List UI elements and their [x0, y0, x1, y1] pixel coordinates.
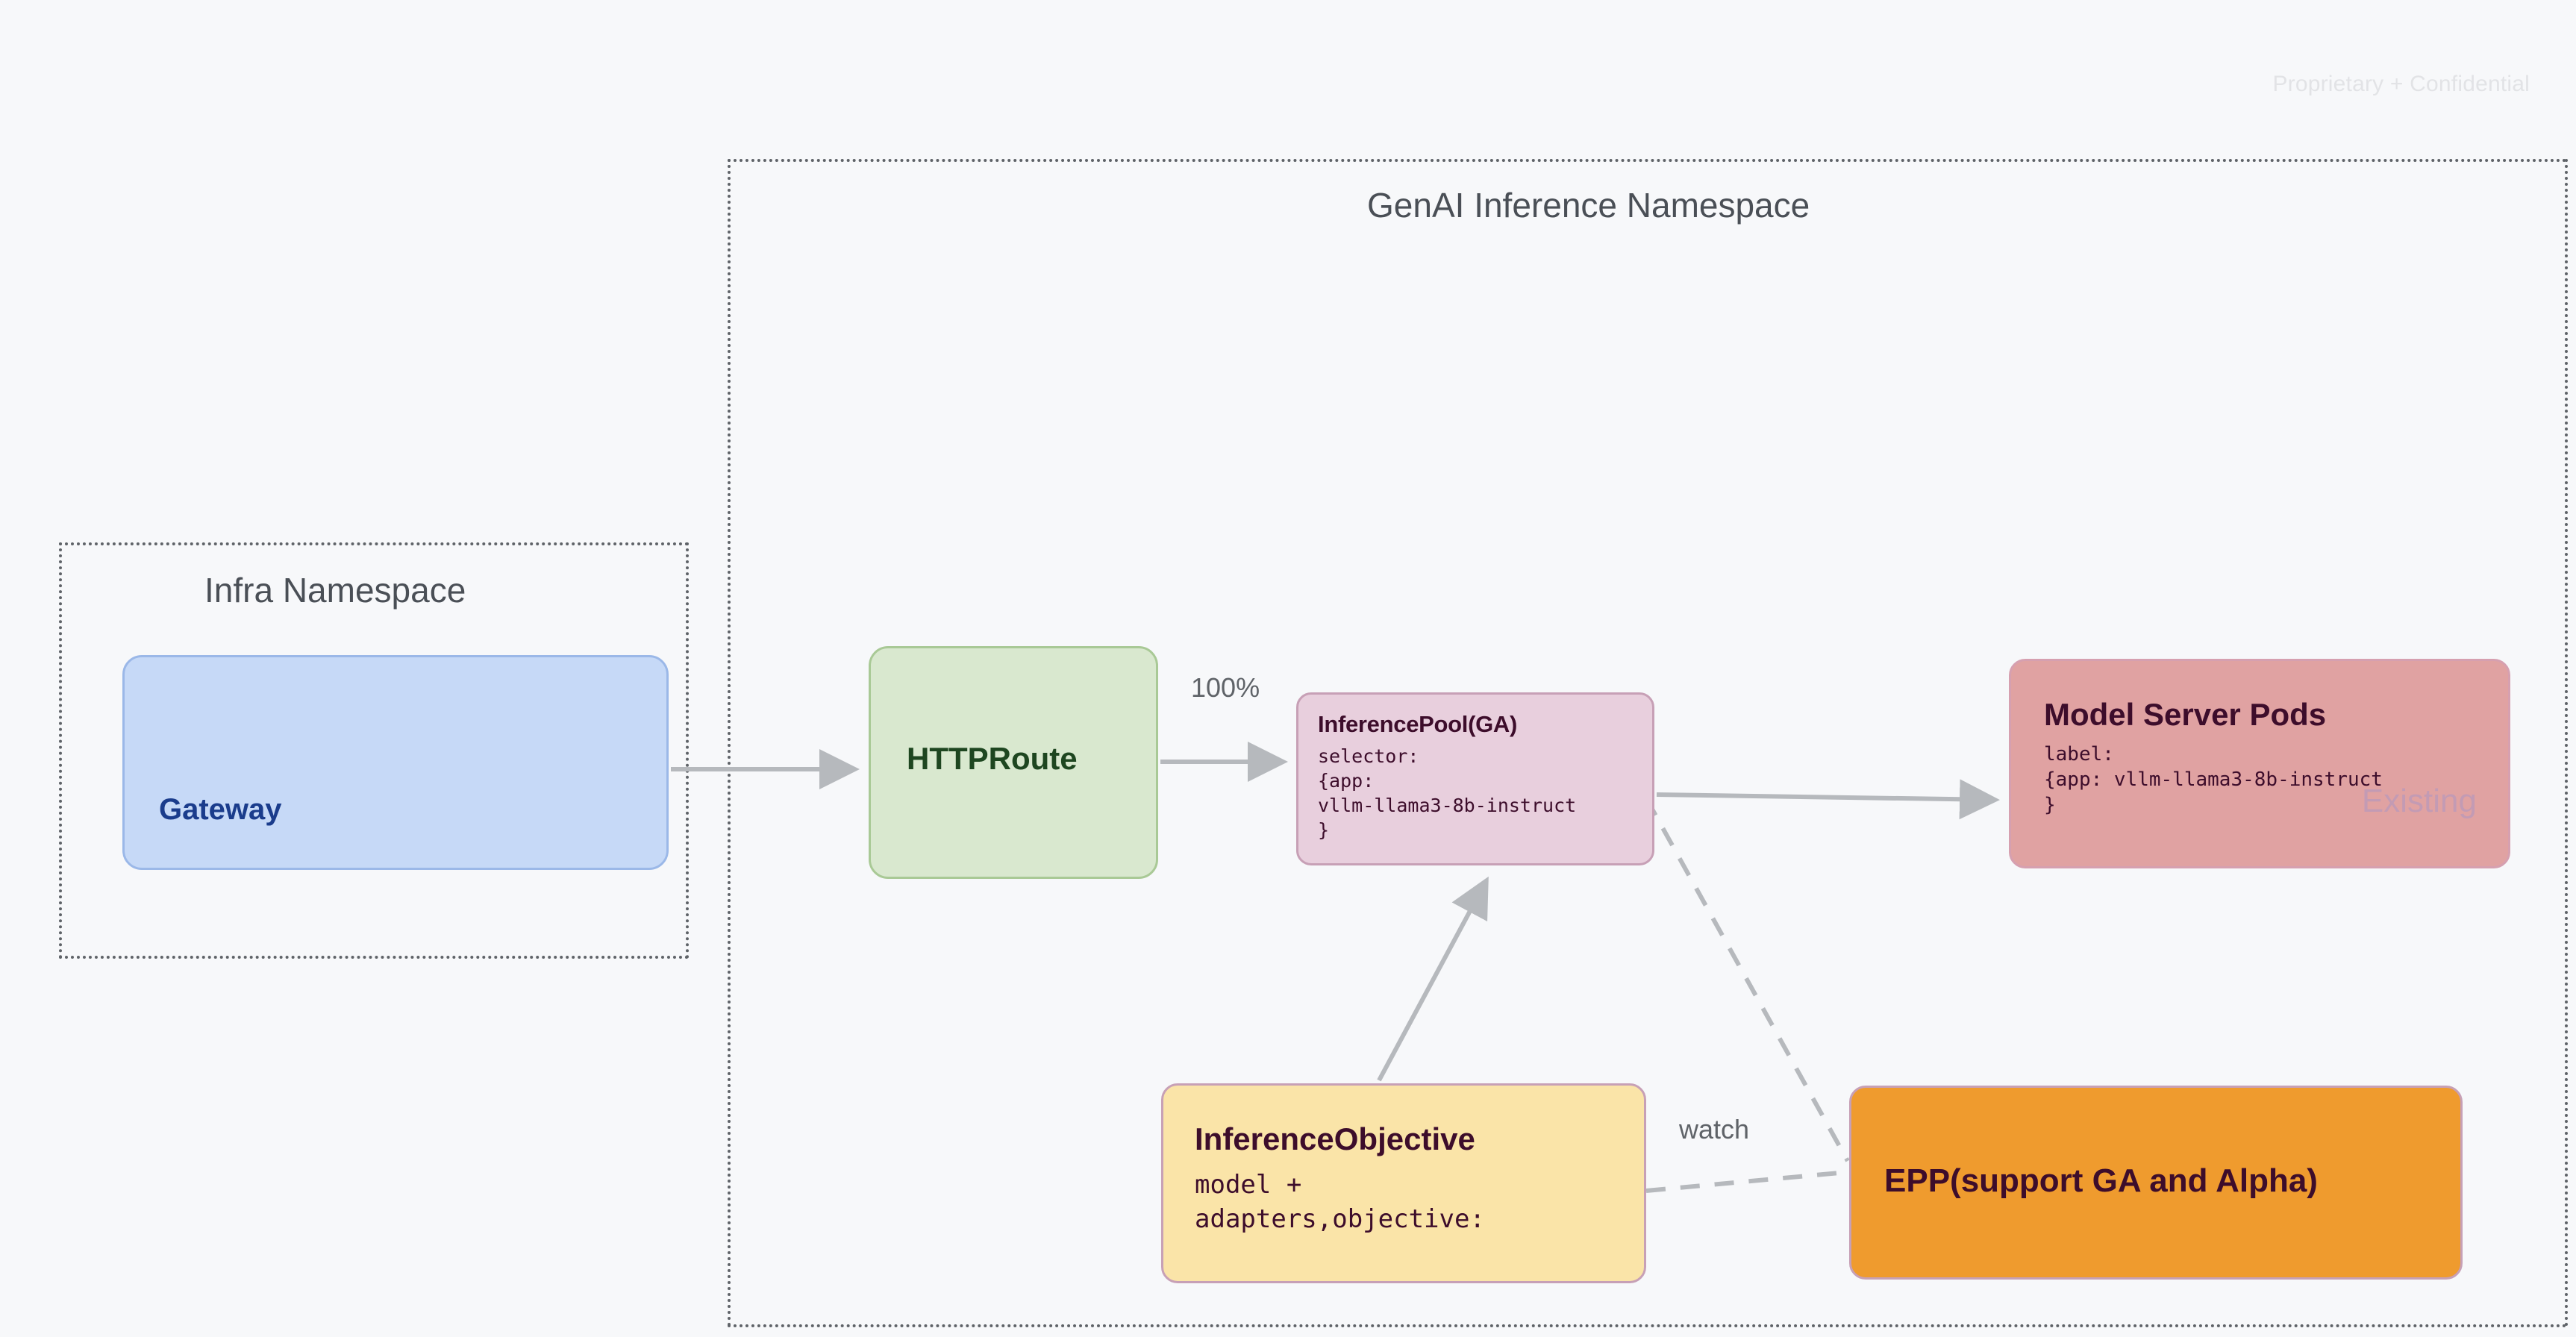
- genai-inference-namespace-container: [728, 159, 2568, 1327]
- node-gateway-title: Gateway: [159, 793, 282, 826]
- node-httproute[interactable]: HTTPRoute: [869, 646, 1158, 879]
- node-inferenceobjective-title: InferenceObjective: [1195, 1121, 1475, 1156]
- node-inferencepool[interactable]: InferencePool(GA) selector: {app: vllm-l…: [1296, 692, 1654, 865]
- edge-label-traffic-weight: 100%: [1191, 672, 1260, 703]
- node-gateway[interactable]: Gateway: [122, 655, 669, 870]
- node-inferenceobjective-body: model + adapters,objective:: [1195, 1170, 1485, 1234]
- genai-inference-namespace-title: GenAI Inference Namespace: [1367, 186, 1810, 225]
- edge-label-watch: watch: [1679, 1114, 1750, 1145]
- node-inferencepool-body: selector: {app: vllm-llama3-8b-instruct …: [1318, 745, 1577, 841]
- node-model-server-pods[interactable]: Model Server Pods label: {app: vllm-llam…: [2009, 659, 2510, 868]
- node-httproute-title: HTTPRoute: [907, 741, 1078, 776]
- node-inferencepool-title: InferencePool(GA): [1318, 711, 1518, 737]
- confidential-watermark: Proprietary + Confidential: [2272, 72, 2530, 96]
- node-epp[interactable]: EPP(support GA and Alpha): [1849, 1086, 2463, 1280]
- node-model-server-pods-title: Model Server Pods: [2044, 697, 2327, 732]
- infra-namespace-title: Infra Namespace: [204, 571, 466, 610]
- node-inferenceobjective[interactable]: InferenceObjective model + adapters,obje…: [1161, 1083, 1646, 1283]
- node-model-server-pods-body: label: {app: vllm-llama3-8b-instruct }: [2044, 743, 2383, 816]
- node-epp-title: EPP(support GA and Alpha): [1884, 1162, 2318, 1199]
- infra-namespace-container: [59, 542, 689, 959]
- node-model-server-pods-existing-badge: Existing: [2361, 783, 2477, 819]
